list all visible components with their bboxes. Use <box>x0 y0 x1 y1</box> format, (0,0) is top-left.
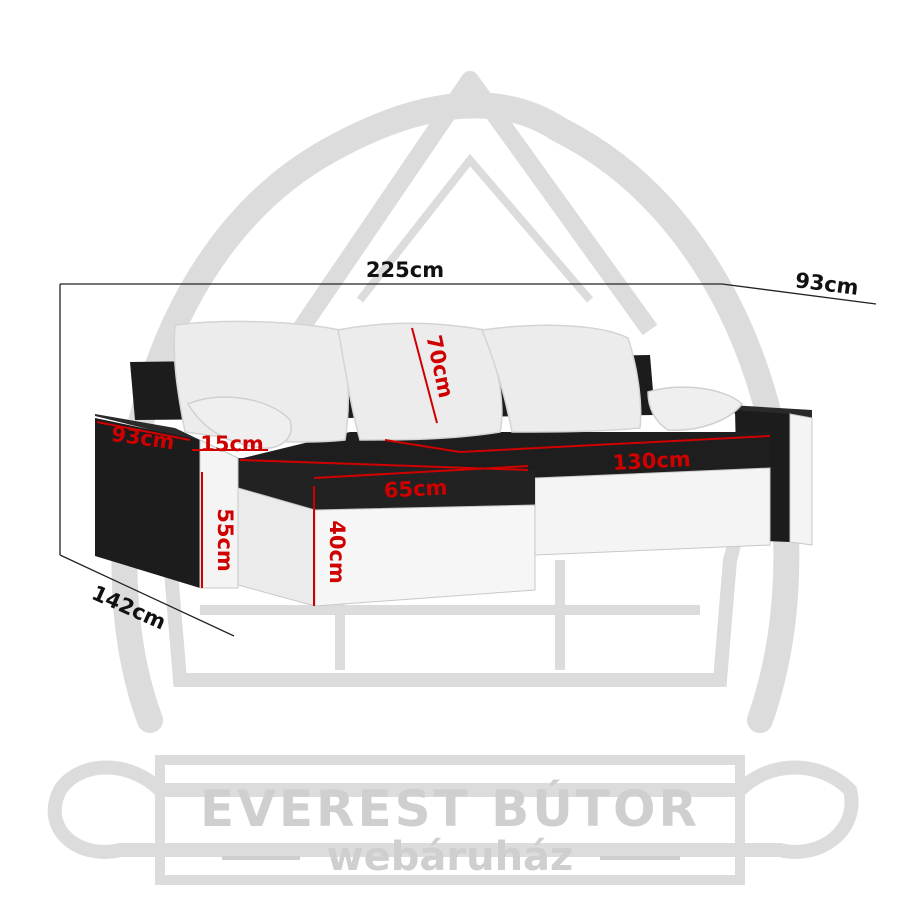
watermark-ribbon <box>47 760 859 859</box>
label-chaise-width: 65cm <box>383 475 448 502</box>
watermark-mountain-inner <box>356 153 594 303</box>
inner-dimension-lines <box>96 327 771 606</box>
chaise-length-line <box>59 554 235 637</box>
sofa <box>95 320 813 607</box>
watermark-mountain <box>292 71 658 336</box>
back-cushion-right <box>480 324 642 433</box>
armrest-depth-line <box>96 421 191 441</box>
main-base <box>534 467 771 556</box>
chaise-top <box>238 458 535 510</box>
label-armrest-width: 15cm <box>200 432 264 456</box>
left-armrest-front <box>95 418 200 588</box>
depth-line <box>721 283 877 305</box>
chaise-width-line-2 <box>313 465 529 479</box>
seat-width-line-2 <box>459 435 771 453</box>
seat-width-line <box>384 439 461 453</box>
label-seat-height: 40cm <box>325 520 349 584</box>
watermark-brand-text: EVEREST BÚTOR <box>200 779 700 838</box>
outer-dimension-lines <box>59 283 877 637</box>
label-total-height: 55cm <box>213 508 237 572</box>
pillow-right <box>647 386 744 431</box>
pillow-left <box>186 396 293 449</box>
label-seat-width: 130cm <box>612 447 691 475</box>
left-armrest-top <box>95 414 238 458</box>
back-height-line <box>411 327 438 424</box>
back-cushion-middle <box>337 322 503 441</box>
label-overall-width: 225cm <box>366 258 444 282</box>
watermark-subtitle-text: webáruház <box>327 834 574 880</box>
watermark-ribbon-inner <box>155 755 745 885</box>
right-armrest-side <box>789 413 813 546</box>
left-armrest-side <box>199 439 239 589</box>
